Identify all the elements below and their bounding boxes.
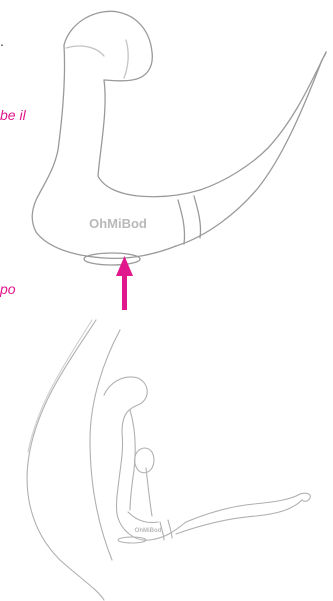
brand-logo: OhMiBod [89, 216, 147, 231]
brand-logo-small: OhMiBod [135, 528, 162, 534]
device-closeup-illustration [32, 11, 326, 265]
usage-diagram-illustration [27, 320, 310, 600]
